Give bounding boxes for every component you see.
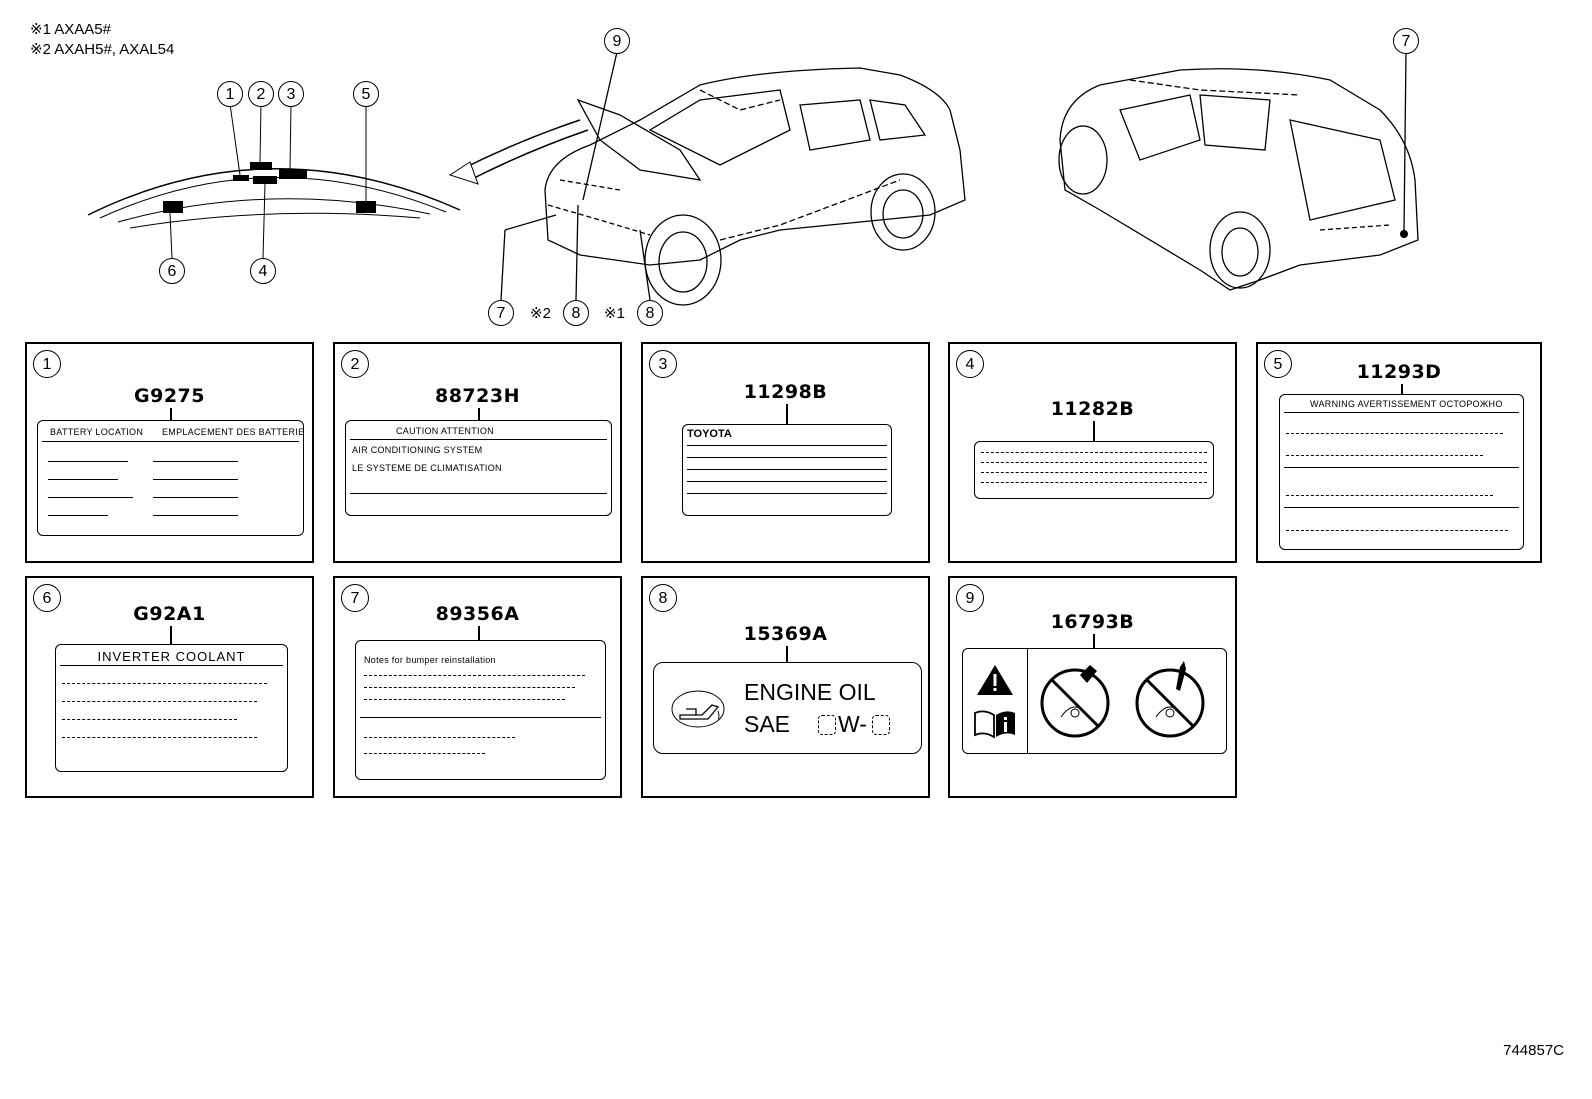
oil-can-icon <box>671 690 725 728</box>
panel-number: 7 <box>341 584 369 612</box>
front-mark-2: ※2 <box>530 305 551 322</box>
dash-callout-2: 2 <box>248 81 274 107</box>
label-panel-6: 6 G92A1 INVERTER COOLANT <box>25 576 314 798</box>
front-callout-8a: 8 <box>563 300 589 326</box>
toyota-brand-text: TOYOTA <box>687 428 732 440</box>
no-tool-fan-icon <box>1135 661 1205 738</box>
bumper-reinstallation-label: Notes for bumper reinstallation <box>355 640 606 780</box>
panel-number: 3 <box>649 350 677 378</box>
note-2: ※2 AXAH5#, AXAL54 <box>30 41 175 58</box>
label-panel-8: 8 15369A ENGINE OIL SAE W- <box>641 576 930 798</box>
viscosity-blank-2 <box>872 715 890 735</box>
rear-callout-7: 7 <box>1393 28 1419 54</box>
viscosity-blank-1 <box>818 715 836 735</box>
rear-vehicle-illustration <box>1058 51 1419 291</box>
part-number: 11282B <box>1050 398 1135 420</box>
label-panel-2: 2 88723H CAUTION ATTENTION AIR CONDITION… <box>333 342 622 563</box>
le-systeme-text: LE SYSTEME DE CLIMATISATION <box>352 463 502 473</box>
engine-oil-label: ENGINE OIL SAE W- <box>653 662 922 754</box>
panel-number: 9 <box>956 584 984 612</box>
label-panel-5: 5 11293D WARNING AVERTISSEMENT OCTOPOЖHO <box>1256 342 1542 563</box>
label-panel-4: 4 11282B <box>948 342 1237 563</box>
label-heading-en: BATTERY LOCATION <box>50 427 144 437</box>
label-panel-7: 7 89356A Notes for bumper reinstallation <box>333 576 622 798</box>
front-callout-9: 9 <box>604 28 630 54</box>
no-hand-fan-icon <box>1040 665 1110 738</box>
label-panel-9: 9 16793B <box>948 576 1237 798</box>
dash-callout-4: 4 <box>250 258 276 284</box>
part-number: 11298B <box>743 381 828 403</box>
toyota-emission-label: TOYOTA <box>682 424 892 516</box>
sae-w-text: W- <box>838 711 867 737</box>
panel-number: 1 <box>33 350 61 378</box>
front-vehicle-illustration <box>500 51 966 306</box>
dash-callout-5: 5 <box>353 81 379 107</box>
label-heading-fr: EMPLACEMENT DES BATTERIES <box>162 427 304 437</box>
ac-system-text: AIR CONDITIONING SYSTEM <box>352 445 483 455</box>
front-callout-8b: 8 <box>637 300 663 326</box>
warning-label: WARNING AVERTISSEMENT OCTOPOЖHO <box>1279 394 1524 550</box>
part-number: 16793B <box>1050 611 1135 633</box>
inverter-coolant-heading: INVERTER COOLANT <box>97 649 246 664</box>
dashboard-diagram <box>87 103 589 259</box>
part-number: 15369A <box>743 623 828 645</box>
front-callout-7: 7 <box>488 300 514 326</box>
part-number: 89356A <box>435 603 520 625</box>
label-panel-3: 3 11298B TOYOTA <box>641 342 930 563</box>
panel-number: 2 <box>341 350 369 378</box>
panel-number: 4 <box>956 350 984 378</box>
front-mark-1: ※1 <box>604 305 625 322</box>
applicability-notes: ※1 AXAA5# ※2 AXAH5#, AXAL54 <box>30 20 174 60</box>
note-1: ※1 AXAA5# <box>30 21 111 38</box>
label-panel-1: 1 G9275 BATTERY LOCATION EMPLACEMENT DES… <box>25 342 314 563</box>
dash-callout-3: 3 <box>278 81 304 107</box>
figure-id: 744857C <box>1503 1042 1564 1059</box>
ac-caution-label: CAUTION ATTENTION AIR CONDITIONING SYSTE… <box>345 420 612 516</box>
fan-warning-label <box>962 648 1227 754</box>
engine-oil-text: ENGINE OIL <box>744 679 876 705</box>
panel-number: 8 <box>649 584 677 612</box>
part-number: G9275 <box>134 385 205 407</box>
inverter-coolant-label: INVERTER COOLANT <box>55 644 288 772</box>
panel-number: 6 <box>33 584 61 612</box>
part-number: 88723H <box>434 385 520 407</box>
info-label-4 <box>974 441 1214 499</box>
bumper-note-text: Notes for bumper reinstallation <box>364 655 496 665</box>
panel-number: 5 <box>1264 350 1292 378</box>
part-number: G92A1 <box>133 603 206 625</box>
battery-location-label: BATTERY LOCATION EMPLACEMENT DES BATTERI… <box>37 420 304 536</box>
warning-triangle-icon <box>977 665 1013 695</box>
part-number: 11293D <box>1356 361 1442 383</box>
dash-callout-6: 6 <box>159 258 185 284</box>
warning-heading: WARNING AVERTISSEMENT OCTOPOЖHO <box>1310 399 1503 409</box>
caution-heading: CAUTION ATTENTION <box>396 426 494 436</box>
dash-callout-1: 1 <box>217 81 243 107</box>
manual-info-icon <box>974 710 1015 739</box>
sae-text: SAE <box>744 711 791 737</box>
